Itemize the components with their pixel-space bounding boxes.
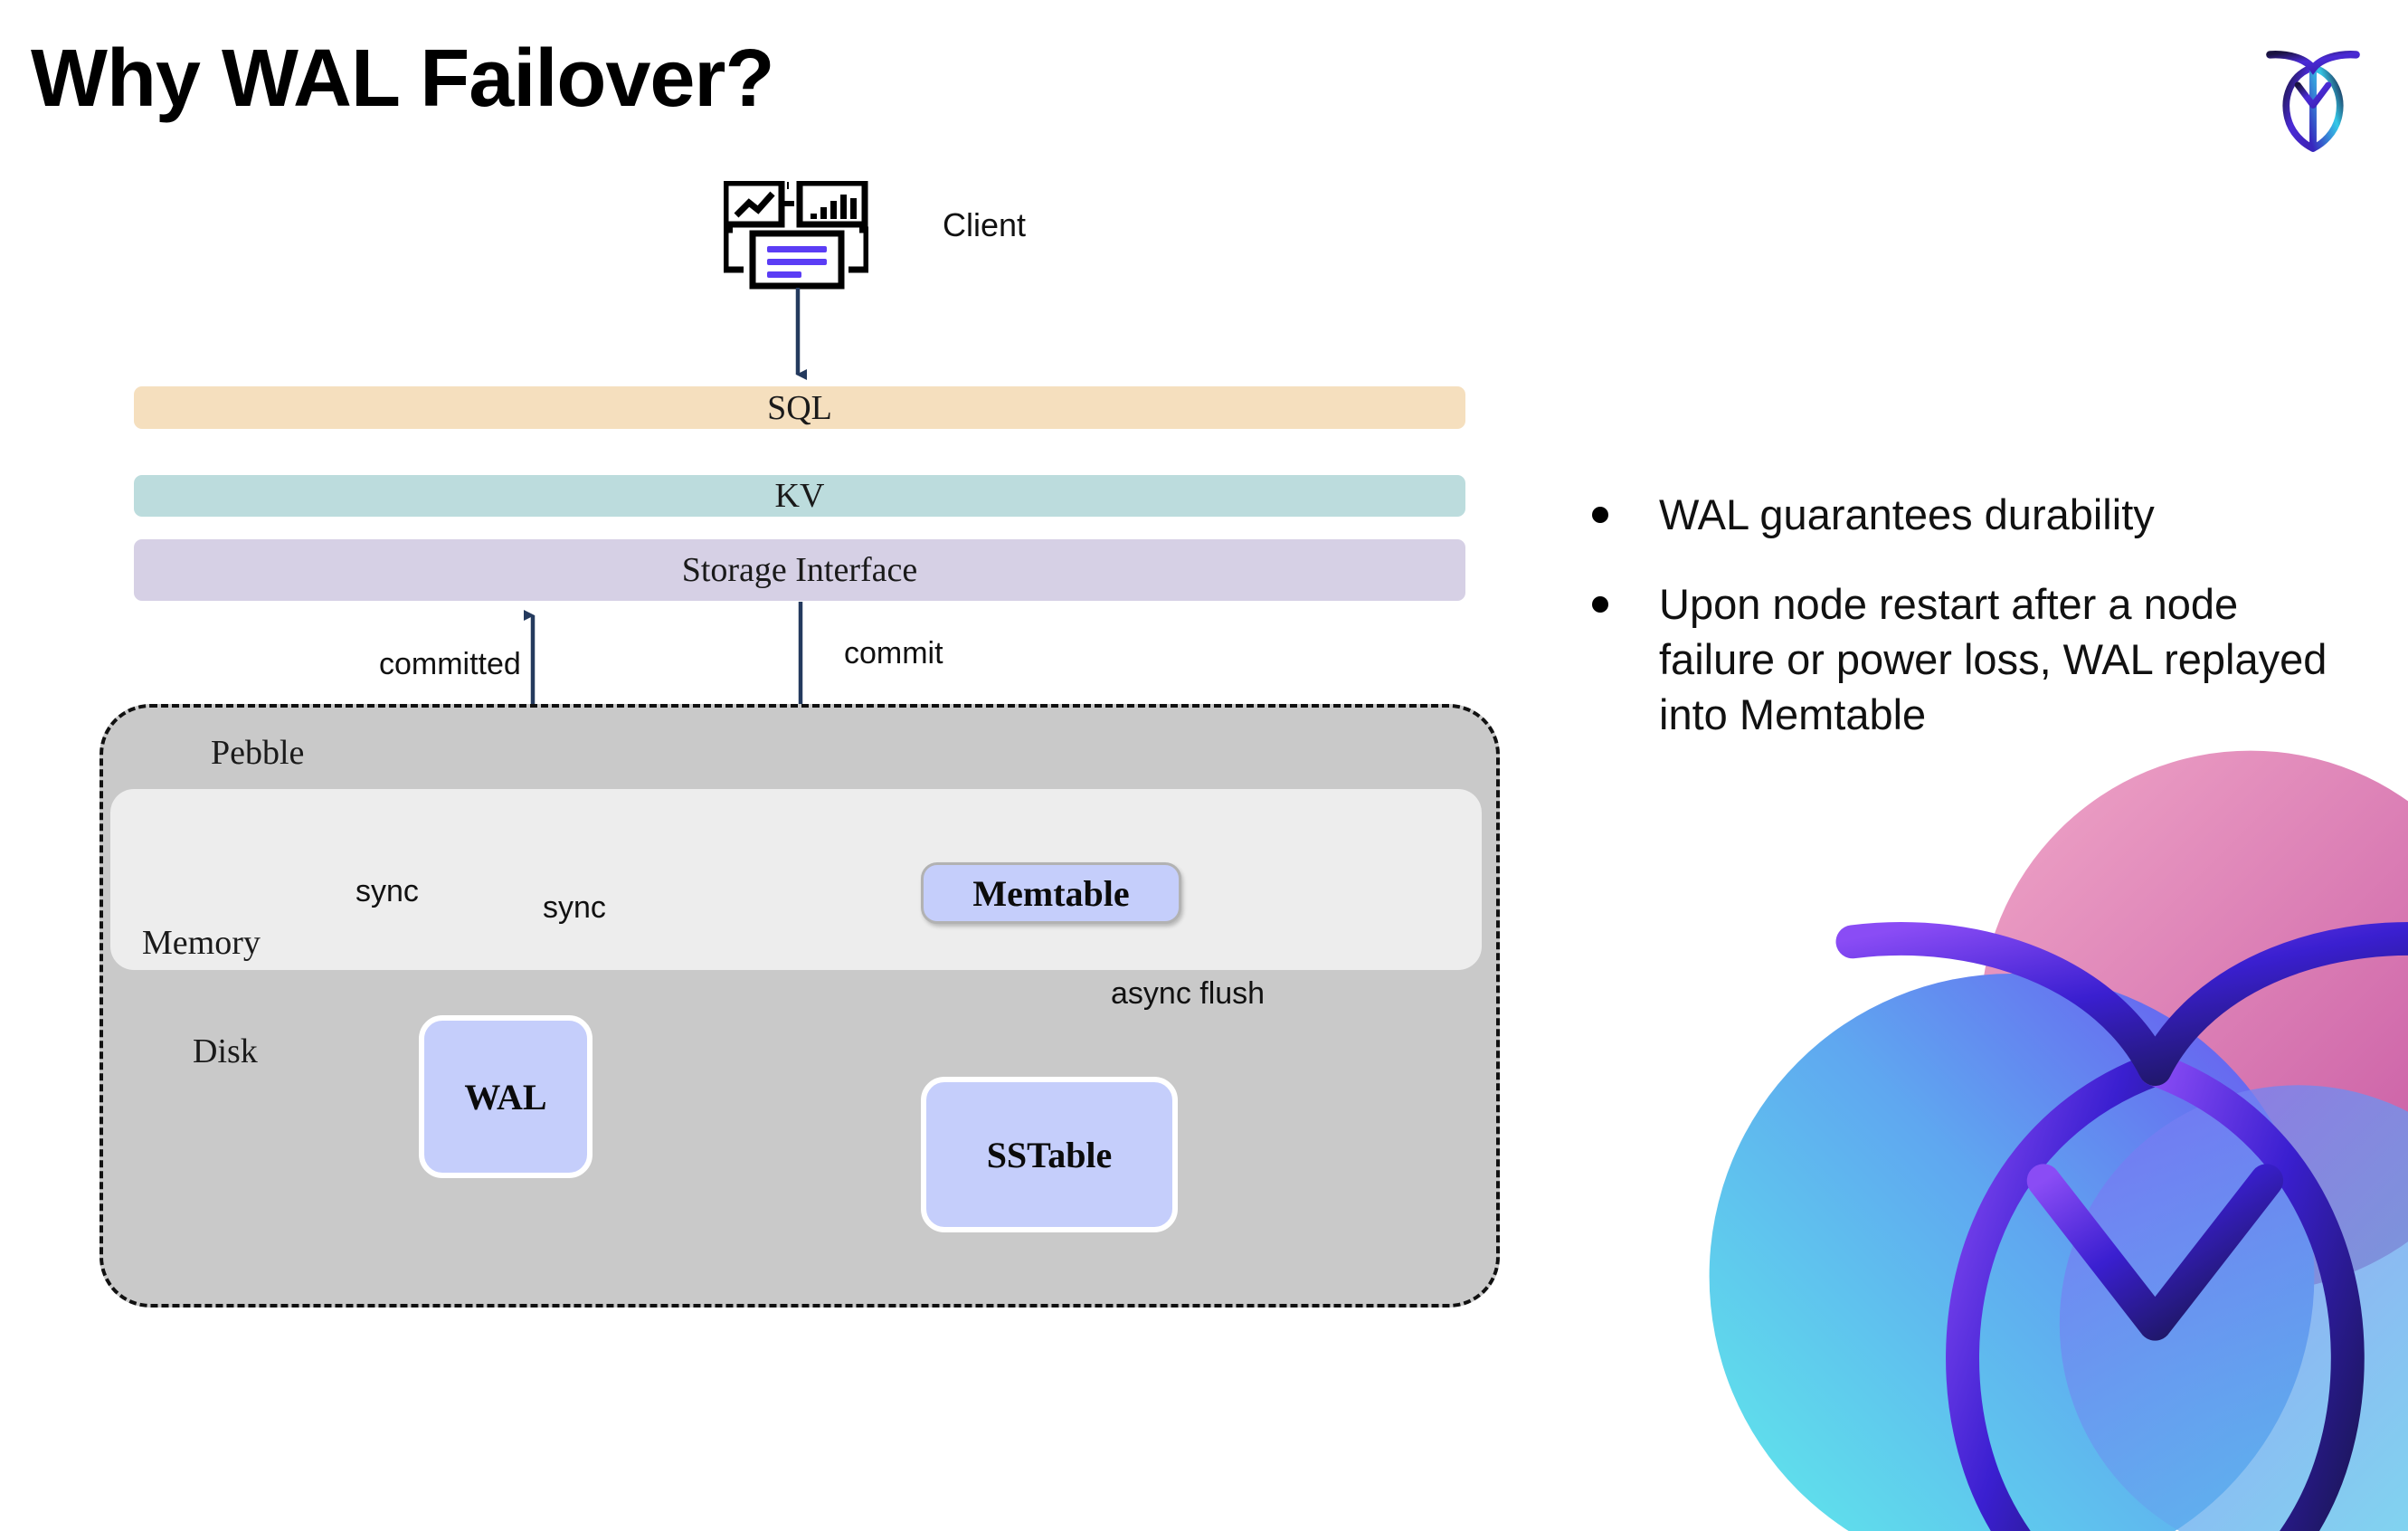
layer-bar-storage-interface: Storage Interface: [134, 539, 1465, 601]
layer-label-sql: SQL: [767, 388, 832, 427]
edge-label-async-flush: async flush: [1111, 976, 1266, 1011]
bullet-list: WAL guarantees durability Upon node rest…: [1592, 487, 2361, 776]
edge-label-commit: commit: [844, 636, 943, 670]
memory-region: [110, 789, 1482, 970]
bullet-dot-icon: [1592, 596, 1608, 613]
bullet-text: Upon node restart after a node failure o…: [1659, 580, 2327, 739]
cockroach-watermark-icon: [1693, 735, 2408, 1531]
layer-bar-sql: SQL: [134, 386, 1465, 429]
list-item: WAL guarantees durability: [1592, 487, 2361, 542]
layer-bar-kv: KV: [134, 475, 1465, 517]
node-memtable: Memtable: [921, 862, 1181, 924]
edge-label-committed: committed: [379, 647, 521, 681]
architecture-diagram: Client SQL KV Storage Interface Pebble: [100, 181, 1500, 1308]
bullet-text: WAL guarantees durability: [1659, 490, 2155, 538]
edge-label-sync-right: sync: [543, 890, 606, 925]
client-label: Client: [943, 206, 1027, 243]
memory-label: Memory: [142, 924, 261, 962]
node-sstable: SSTable: [921, 1077, 1178, 1232]
bullet-dot-icon: [1592, 507, 1608, 523]
pebble-label: Pebble: [211, 734, 305, 772]
cockroach-logo-icon: [2250, 34, 2376, 161]
client-dashboard-icon: [724, 181, 868, 290]
edge-label-sync-left: sync: [356, 874, 419, 908]
layer-label-storage-interface: Storage Interface: [681, 551, 918, 589]
list-item: Upon node restart after a node failure o…: [1592, 576, 2361, 742]
disk-label: Disk: [193, 1032, 258, 1070]
node-wal: WAL: [419, 1015, 593, 1178]
layer-label-kv: KV: [774, 477, 825, 515]
page-title: Why WAL Failover?: [31, 33, 774, 124]
